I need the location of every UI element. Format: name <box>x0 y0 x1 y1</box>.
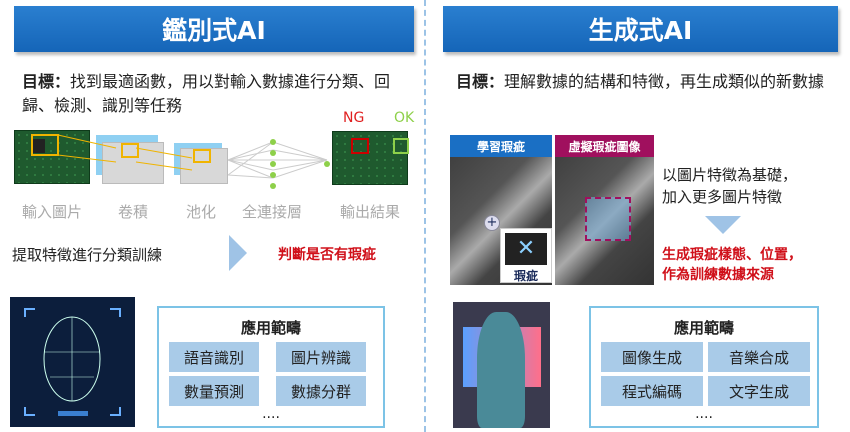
desc-line-2: 加入更多圖片特徵 <box>662 188 783 206</box>
step-input: 輸入圖片 <box>22 203 83 221</box>
face-recognition-image <box>10 297 135 427</box>
ng-label: NG <box>343 110 365 126</box>
goal-text: 理解數據的結構和特徵，再生成類似的新數據 <box>504 72 825 91</box>
defect-inset: ✕ 瑕疵 <box>500 228 552 283</box>
defect-label: 瑕疵 <box>513 269 538 283</box>
app-speech-recognition: 語音識別 <box>169 342 259 372</box>
apps-title: 應用範疇 <box>673 319 734 337</box>
virtual-defect-tag: 虛擬瑕疵圖像 <box>555 135 654 157</box>
app-quantity-prediction: 數量預測 <box>169 376 259 406</box>
arrow-right-icon <box>229 235 247 271</box>
app-music-synthesis: 音樂合成 <box>708 342 810 372</box>
generative-ai-header: 生成式AI <box>443 6 838 52</box>
result-line-1: 生成瑕疵樣態、位置， <box>662 247 802 263</box>
app-data-clustering: 數據分群 <box>276 376 366 406</box>
left-goal: 目標：找到最適函數，用以對輸入數據進行分類、回歸、檢測、識別等任務 <box>22 70 402 118</box>
learn-defect-photo: 學習瑕疵 ✕ 瑕疵 + <box>450 135 552 285</box>
step-output: 輸出結果 <box>340 203 401 221</box>
result-text: 判斷是否有瑕疵 <box>278 247 376 263</box>
more-ellipsis: .... <box>695 406 713 422</box>
conv-feature-map <box>102 142 164 184</box>
app-text-generation: 文字生成 <box>708 376 810 406</box>
goal-text: 找到最適函數，用以對輸入數據進行分類、回歸、檢測、識別等任務 <box>22 72 391 115</box>
arrow-down-icon <box>705 216 741 234</box>
ok-label: OK <box>394 110 415 126</box>
crack-icon: ✕ <box>505 233 547 265</box>
left-applications-box: 應用範疇 語音識別 圖片辨識 數量預測 數據分群 .... <box>157 306 385 428</box>
step-pool: 池化 <box>186 203 217 221</box>
step-fc: 全連接層 <box>242 203 303 221</box>
generated-defect-region <box>585 197 631 241</box>
discriminative-ai-header: 鑑別式AI <box>14 6 414 52</box>
apps-title: 應用範疇 <box>240 319 301 337</box>
face-mesh-icon <box>24 308 121 416</box>
more-ellipsis: .... <box>262 406 280 422</box>
generated-art-image <box>453 302 550 428</box>
process-text: 提取特徵進行分類訓練 <box>12 246 163 264</box>
desc-line-1: 以圖片特徵為基礎， <box>662 166 798 184</box>
app-code-generation: 程式編碼 <box>601 376 703 406</box>
right-applications-box: 應用範疇 圖像生成 音樂合成 程式編碼 文字生成 .... <box>589 306 819 428</box>
result-line-2: 作為訓練數據來源 <box>662 267 774 283</box>
output-pcb-image <box>332 131 409 185</box>
learn-defect-tag: 學習瑕疵 <box>450 135 552 157</box>
connection-lines <box>57 134 330 189</box>
section-divider <box>424 0 426 432</box>
goal-label: 目標： <box>456 72 505 91</box>
virtual-defect-photo: 虛擬瑕疵圖像 <box>555 135 654 285</box>
step-conv: 卷積 <box>118 203 149 221</box>
pool-feature-map <box>180 148 228 184</box>
app-image-recognition: 圖片辨識 <box>276 342 366 372</box>
goal-label: 目標： <box>22 72 71 91</box>
app-image-generation: 圖像生成 <box>601 342 703 372</box>
right-goal: 目標：理解數據的結構和特徵，再生成類似的新數據 <box>456 70 826 94</box>
plus-icon: + <box>484 215 500 231</box>
